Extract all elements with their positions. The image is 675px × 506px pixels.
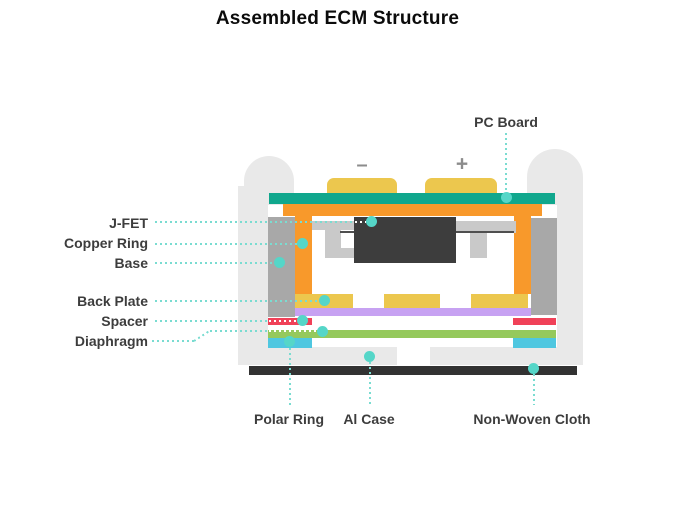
minus-terminal: –: [356, 154, 368, 176]
label-jfet: J-FET: [109, 215, 148, 231]
leader-dot-non-woven-cloth: [528, 363, 539, 374]
leader-line-polar-ring: [289, 348, 291, 405]
polar-ring-right: [513, 338, 556, 348]
leader-dot-spacer: [297, 315, 308, 326]
jfet-lead-left-column: [325, 221, 341, 258]
al-case-bottom-left: [238, 347, 397, 365]
leader-line-back-plate: [155, 300, 319, 302]
leader-dot-back-plate: [319, 295, 330, 306]
leader-dot-al-case: [364, 351, 375, 362]
al-case-left-wall: [238, 186, 268, 365]
copper-ring-right-arm: [514, 216, 531, 294]
diaphragm-layer: [268, 330, 556, 338]
leader-line-spacer: [155, 320, 269, 322]
base-right-bar: [531, 218, 557, 315]
leader-dot-base: [274, 257, 285, 268]
copper-ring-left-arm: [295, 216, 312, 294]
leader-line-jfet: [155, 221, 356, 223]
leader-dot-diaphragm: [317, 326, 328, 337]
label-diaphragm: Diaphragm: [74, 333, 148, 349]
back-plate-pad-middle: [384, 294, 440, 308]
back-plate-layer: [295, 308, 531, 316]
solder-pad-plus: [425, 178, 497, 194]
leader-line-copper-ring: [155, 243, 297, 245]
label-non-woven-cloth: Non-Woven Cloth: [473, 411, 591, 427]
label-base: Base: [114, 255, 148, 271]
leader-line-diaphragm-a: [152, 340, 195, 342]
leader-line-jfet-on-body: [355, 221, 366, 223]
pc-board-layer: [269, 193, 555, 204]
jfet-lead-right-top: [456, 221, 516, 233]
leader-line-base: [155, 262, 274, 264]
al-case-bottom-right: [430, 347, 583, 365]
spacer-right: [513, 318, 556, 325]
leader-line-pc-board: [505, 133, 507, 192]
leader-dot-pc-board: [501, 192, 512, 203]
plus-terminal: +: [455, 152, 469, 176]
label-back-plate: Back Plate: [77, 293, 148, 309]
label-copper-ring: Copper Ring: [64, 235, 148, 251]
leader-line-diaphragm-b: [210, 330, 268, 332]
al-case-right-wall: [557, 186, 583, 365]
back-plate-pad-right: [471, 294, 528, 308]
page-title: Assembled ECM Structure: [215, 8, 460, 29]
label-spacer: Spacer: [101, 313, 148, 329]
leader-line-non-woven-cloth: [533, 374, 535, 405]
leader-line-spacer-on-red: [269, 320, 296, 322]
leader-dot-copper-ring: [297, 238, 308, 249]
leader-line-diaphragm-on-green: [269, 330, 316, 332]
label-polar-ring: Polar Ring: [253, 411, 325, 427]
solder-pad-minus: [327, 178, 397, 194]
leader-line-diaphragm-diagonal: [193, 329, 211, 342]
label-pc-board: PC Board: [474, 114, 538, 130]
leader-dot-jfet: [366, 216, 377, 227]
jfet-lead-right-column: [470, 233, 487, 258]
copper-ring-top: [283, 204, 542, 216]
label-al-case: Al Case: [343, 411, 395, 427]
non-woven-cloth-layer: [249, 366, 577, 375]
leader-dot-polar-ring: [284, 336, 295, 347]
jfet-lead-left-foot: [341, 248, 354, 258]
leader-line-al-case: [369, 362, 371, 405]
